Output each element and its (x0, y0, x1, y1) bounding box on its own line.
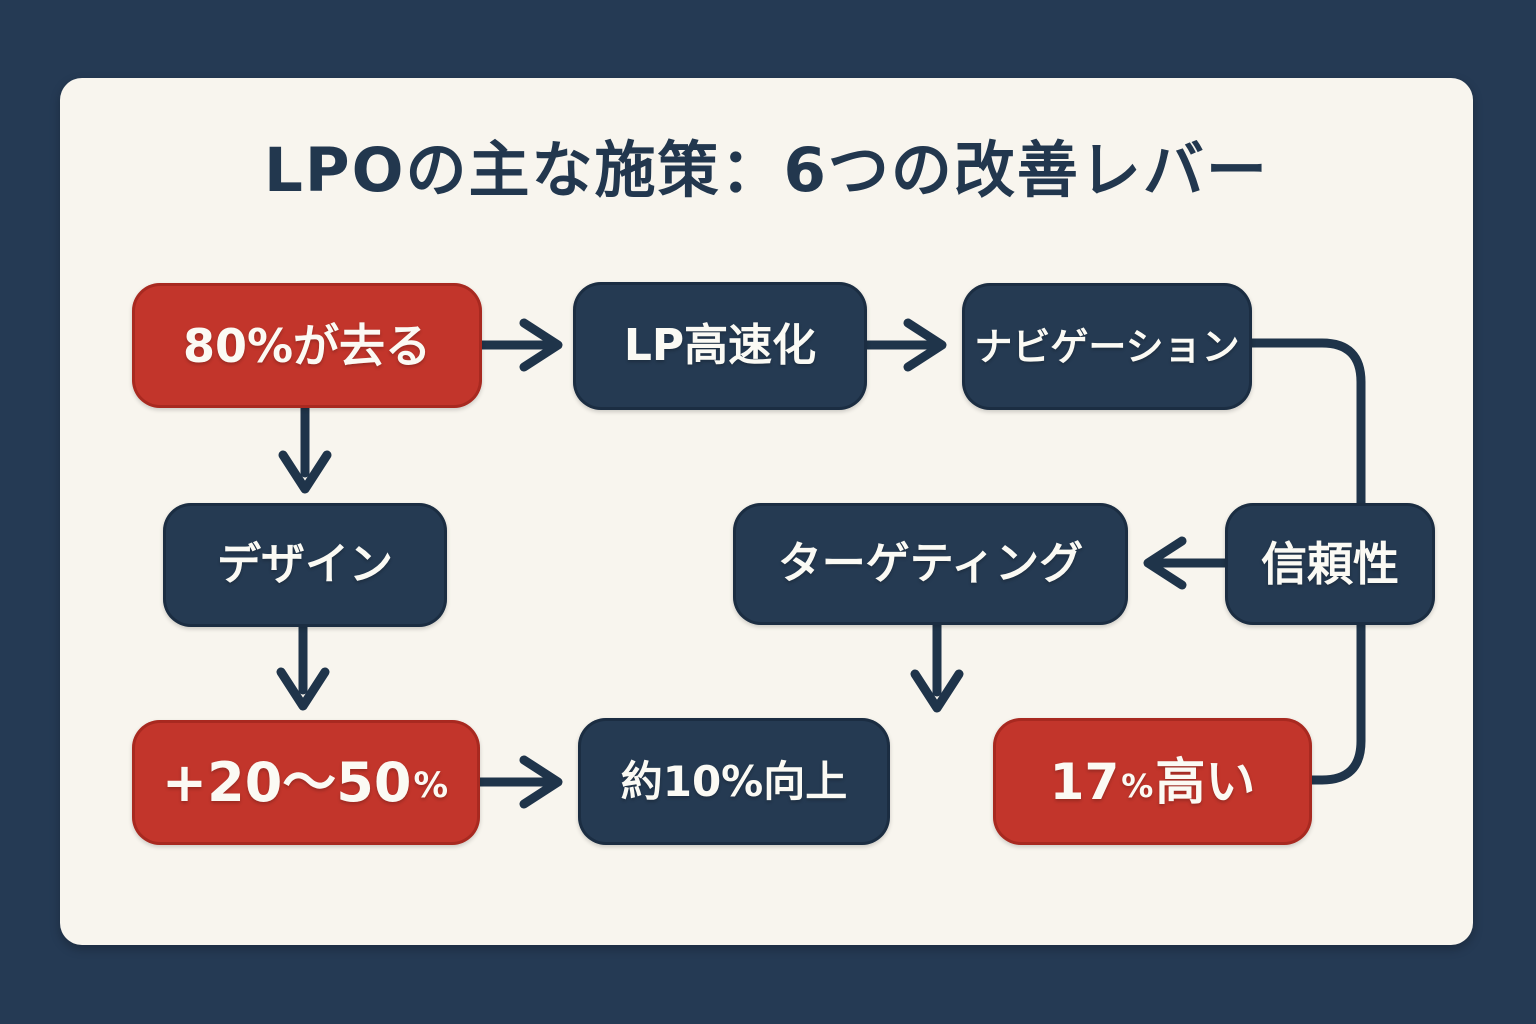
connector-trust-to-target (1143, 536, 1230, 590)
node-80-percent-leave: 80%が去る (132, 283, 482, 408)
node-80-percent-leave-label: 80%が去る (182, 318, 432, 373)
node-17-percent-higher: 17%高い (993, 718, 1312, 845)
connector-leave-to-speed (477, 318, 563, 372)
node-trust-label: 信頼性 (1261, 537, 1399, 591)
node-navigation-label: ナビゲーション (974, 324, 1240, 369)
connector-leave-to-design (278, 403, 332, 494)
node-plus-20-50-percent: +20〜50% (132, 720, 480, 845)
node-design-label: デザイン (217, 539, 393, 590)
node-trust: 信頼性 (1225, 503, 1435, 625)
node-lp-speedup-label: LP高速化 (623, 320, 817, 371)
node-targeting-label: ターゲティング (777, 538, 1084, 589)
connector-speed-to-nav (862, 318, 947, 372)
connector-trust-to-higher (1305, 618, 1366, 785)
page-title: LPOの主な施策：6つの改善レバー (264, 135, 1269, 206)
connector-plus-to-about (475, 755, 563, 809)
connector-nav-to-trust (1247, 338, 1366, 510)
node-about-10-percent-improve: 約10%向上 (578, 718, 890, 845)
node-navigation: ナビゲーション (962, 283, 1252, 410)
connector-design-to-plus (276, 622, 330, 711)
node-17-percent-higher-suffix: 高い (1155, 752, 1256, 811)
node-design: デザイン (163, 503, 447, 627)
node-lp-speedup: LP高速化 (573, 282, 867, 410)
node-targeting: ターゲティング (733, 503, 1128, 625)
node-about-10-percent-improve-label: 約10%向上 (620, 756, 848, 806)
node-17-percent-higher-num: 17 (1049, 752, 1120, 811)
connector-target-down (910, 620, 964, 713)
node-plus-20-50-main: +20〜50 (161, 750, 412, 814)
node-plus-20-50-percent-sign: % (413, 766, 449, 807)
node-17-percent-higher-percent-sign: % (1121, 766, 1154, 805)
